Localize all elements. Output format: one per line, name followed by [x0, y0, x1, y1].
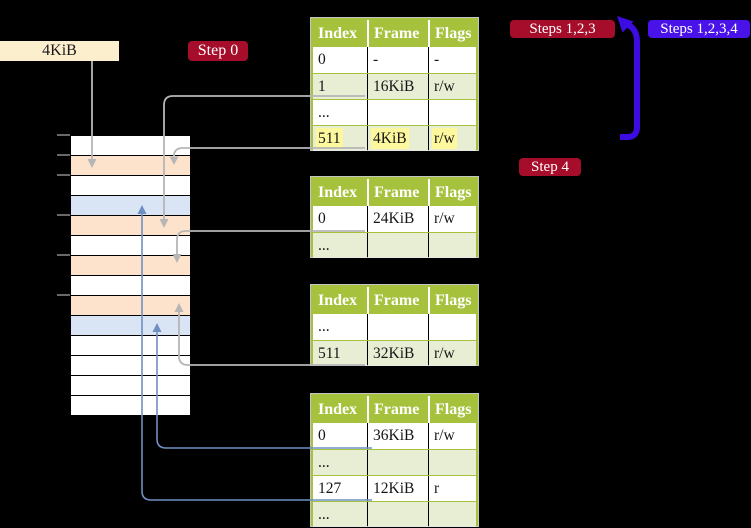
steps-loop-arrow: [617, 16, 640, 140]
memory-page-row: [71, 356, 190, 376]
frame-size-label: 4KiB: [0, 41, 119, 61]
index-value: ...: [318, 237, 330, 254]
memory-page-row: [71, 316, 190, 336]
memory-page-row: [71, 176, 190, 196]
column-header-frame: Frame: [367, 179, 428, 206]
table-row: 0 24KiB r/w: [313, 206, 476, 232]
physical-memory-stack: [71, 135, 190, 416]
index-value: 0: [318, 51, 326, 68]
page-table-2: Index Frame Flags 0 24KiB r/w ...: [310, 176, 479, 258]
table-row: ...: [313, 501, 476, 527]
table-row: 127 12KiB r: [313, 475, 476, 501]
memory-page-row: [71, 216, 190, 236]
frame-value: 24KiB: [373, 210, 415, 227]
index-value: 511: [318, 130, 341, 147]
flags-value: r/w: [434, 427, 455, 444]
memory-page-row: [71, 336, 190, 356]
step0-badge: Step 0: [188, 41, 248, 61]
frame-value: 4KiB: [373, 130, 407, 147]
table-header-row: Index Frame Flags: [313, 179, 476, 206]
page-table-4: Index Frame Flags 0 36KiB r/w ... 127 12…: [310, 393, 479, 527]
flags-value: r: [434, 480, 440, 497]
memory-page-row: [71, 276, 190, 296]
index-value: ...: [318, 104, 330, 121]
page-table-1: Index Frame Flags 0 - - 1 16KiB r/w ... …: [310, 17, 479, 151]
frame-value: 12KiB: [373, 480, 415, 497]
table-row: ...: [313, 314, 476, 340]
index-value: 511: [318, 345, 341, 362]
column-header-index: Index: [318, 292, 358, 309]
steps-123-badge: Steps 1,2,3: [510, 20, 615, 38]
column-header-frame: Frame: [367, 20, 428, 47]
page-table-3: Index Frame Flags ... 511 32KiB r/w: [310, 284, 479, 366]
frame-value: 36KiB: [373, 427, 415, 444]
memory-page-row: [71, 236, 190, 256]
column-header-flags: Flags: [428, 20, 476, 47]
flags-value: r/w: [434, 345, 455, 362]
table-header-row: Index Frame Flags: [313, 396, 476, 423]
index-value: ...: [318, 506, 330, 523]
index-value: 1: [318, 78, 326, 95]
memory-page-row: [71, 296, 190, 316]
column-header-index: Index: [318, 401, 358, 418]
index-value: 0: [318, 427, 326, 444]
memory-page-row: [71, 156, 190, 176]
frame-value: 16KiB: [373, 78, 415, 95]
memory-page-row: [71, 136, 190, 156]
memory-page-row: [71, 256, 190, 276]
table-row: ...: [313, 449, 476, 475]
table-row: 511 32KiB r/w: [313, 340, 476, 366]
column-header-flags: Flags: [428, 179, 476, 206]
table-header-row: Index Frame Flags: [313, 20, 476, 47]
index-value: 0: [318, 210, 326, 227]
steps-1234-badge: Steps 1,2,3,4: [648, 20, 750, 38]
column-header-frame: Frame: [367, 287, 428, 314]
index-value: 127: [318, 480, 342, 497]
index-value: ...: [318, 318, 330, 335]
table-row: 0 36KiB r/w: [313, 423, 476, 449]
column-header-flags: Flags: [428, 396, 476, 423]
memory-page-row: [71, 196, 190, 216]
step4-badge: Step 4: [519, 158, 581, 176]
column-header-flags: Flags: [428, 287, 476, 314]
index-value: ...: [318, 454, 330, 471]
table-header-row: Index Frame Flags: [313, 287, 476, 314]
flags-value: r/w: [434, 210, 455, 227]
table-row-highlighted: 511 4KiB r/w: [313, 125, 476, 151]
flags-value: r/w: [434, 130, 455, 147]
column-header-frame: Frame: [367, 396, 428, 423]
flags-value: -: [434, 51, 440, 68]
memory-page-row: [71, 376, 190, 396]
table-row: ...: [313, 232, 476, 258]
table-row: 1 16KiB r/w: [313, 73, 476, 99]
flags-value: r/w: [434, 78, 455, 95]
memory-page-row: [71, 396, 190, 416]
frame-value: -: [373, 51, 379, 68]
column-header-index: Index: [318, 184, 358, 201]
frame-value: 32KiB: [373, 345, 415, 362]
table-row: 0 - -: [313, 47, 476, 73]
column-header-index: Index: [318, 25, 358, 42]
memory-tick-marks: [57, 134, 70, 296]
table-row: ...: [313, 99, 476, 125]
